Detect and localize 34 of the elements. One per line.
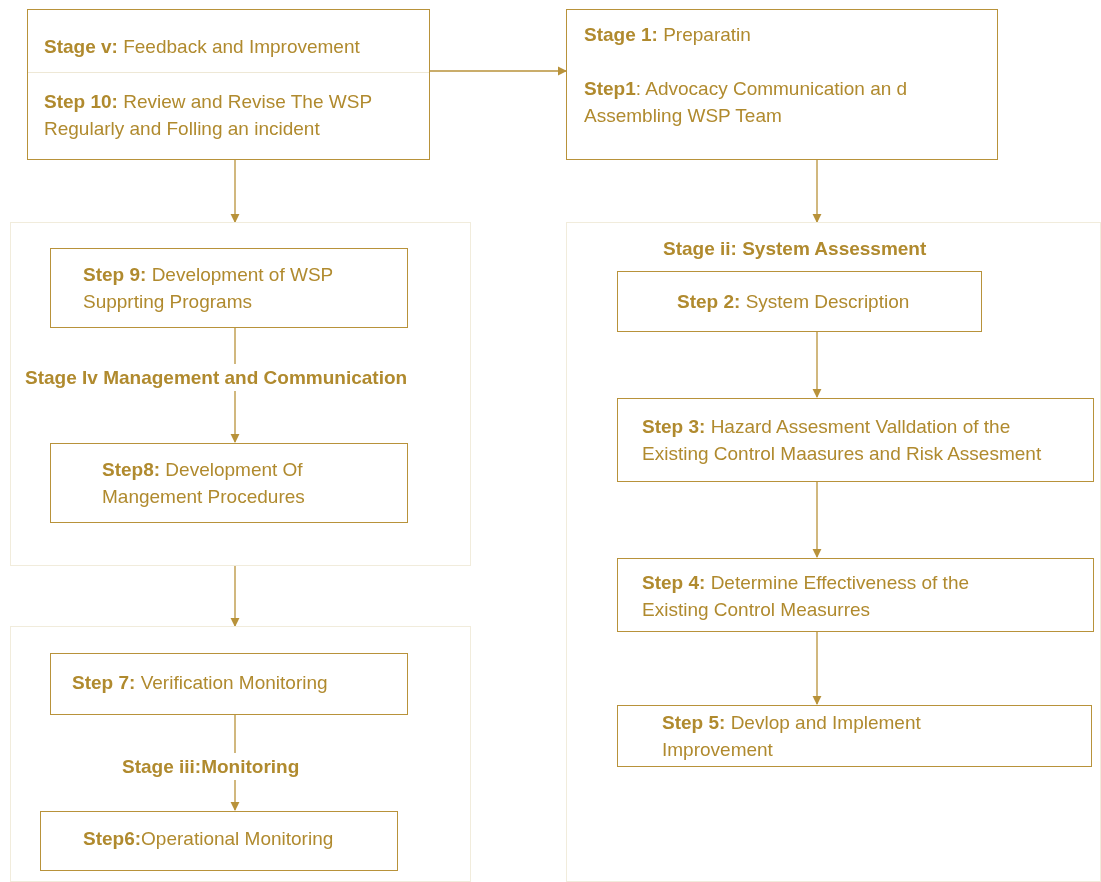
step-text: Step 2: System Description bbox=[677, 290, 911, 314]
step-box bbox=[566, 9, 998, 160]
arrow bbox=[230, 159, 240, 223]
step-text: Stage 1: Preparatin bbox=[584, 23, 752, 47]
stage-panel bbox=[566, 222, 1101, 882]
step-text: Step 5: Devlop and Implement Improvement bbox=[662, 711, 922, 762]
step-text: Step 9: Development of WSP Supprting Programs bbox=[83, 263, 334, 314]
step-box bbox=[617, 398, 1094, 482]
step-box bbox=[617, 271, 982, 332]
arrow bbox=[812, 330, 822, 398]
arrow bbox=[812, 159, 822, 223]
step-text: Step 4: Determine Effectiveness of the Existing Control Measurres bbox=[642, 571, 971, 622]
step-text: Step 10: Review and Revise The WSP Regularly and Folling an incident bbox=[44, 90, 373, 141]
step-box bbox=[50, 443, 408, 523]
step-box bbox=[40, 811, 398, 871]
arrow bbox=[812, 480, 822, 558]
step-box bbox=[617, 558, 1094, 632]
step-text: Stage v: Feedback and Improvement bbox=[44, 35, 361, 59]
arrow bbox=[230, 565, 240, 627]
step-box bbox=[50, 653, 408, 715]
step-text: Step1: Advocacy Communication an d Assembling WSP Team bbox=[584, 77, 909, 128]
arrow bbox=[429, 66, 567, 76]
step-box bbox=[617, 705, 1092, 767]
step-text: Step 3: Hazard Assesment Valldation of the Existing Control Maasures and Risk Assesment bbox=[642, 415, 1043, 466]
step-text: Step 7: Verification Monitoring bbox=[72, 671, 329, 695]
step-text: Step8: Development Of Mangement Procedures bbox=[102, 458, 306, 509]
step-box bbox=[50, 248, 408, 328]
arrow bbox=[812, 630, 822, 705]
stage-heading: Stage Iv Management and Communication bbox=[25, 364, 408, 391]
stage-panel bbox=[10, 222, 471, 566]
step-box bbox=[27, 9, 430, 160]
stage-heading: Stage iii:Monitoring bbox=[122, 753, 300, 780]
step-text: Step6:Operational Monitoring bbox=[83, 827, 335, 851]
stage-panel bbox=[10, 626, 471, 882]
